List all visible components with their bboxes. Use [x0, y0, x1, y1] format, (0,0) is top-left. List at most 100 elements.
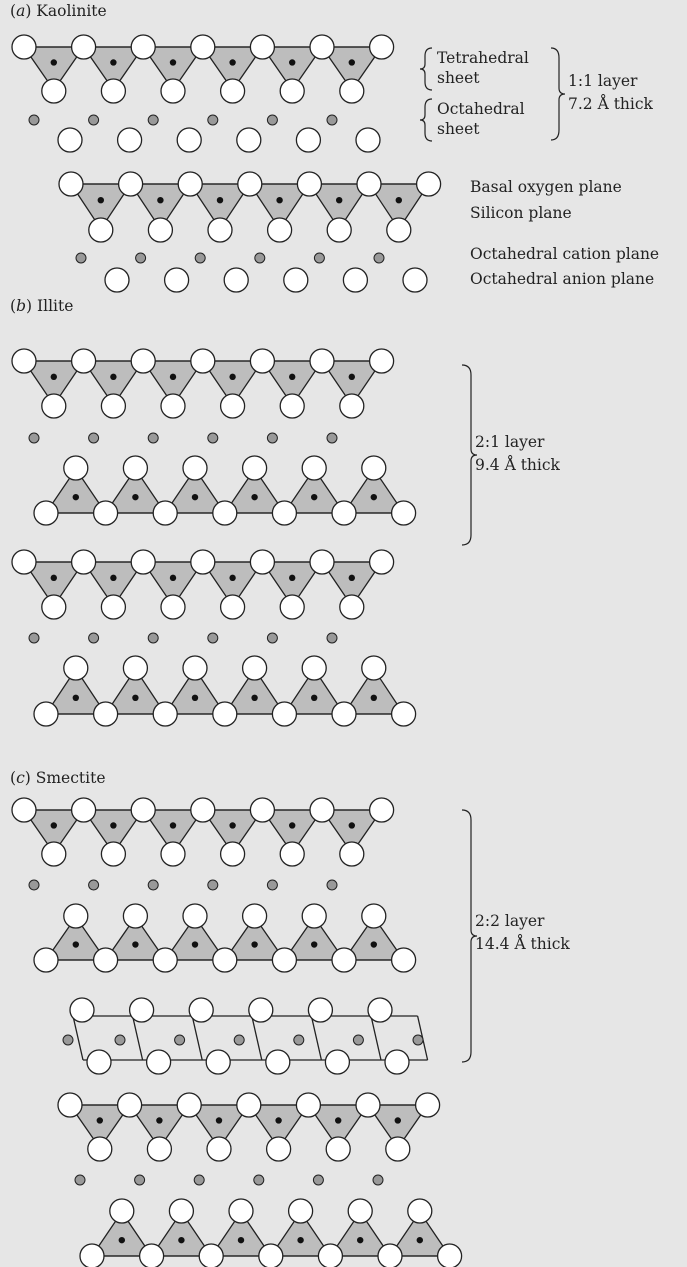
apical-oxygen-atom [268, 218, 292, 242]
basal-oxygen-atom [392, 702, 416, 726]
silicon-atom [73, 494, 79, 500]
basal-oxygen-atom [131, 798, 155, 822]
sheet-brace [420, 48, 432, 90]
silicon-atom [336, 197, 342, 203]
basal-oxygen-atom [58, 1093, 82, 1117]
basal-oxygen-atom [250, 349, 274, 373]
basal-oxygen-atom [370, 349, 394, 373]
basal-oxygen-atom [153, 948, 177, 972]
panel-c-layer-label: 2:2 layer [475, 913, 544, 931]
silicon-atom [132, 941, 138, 947]
silicon-atom [73, 941, 79, 947]
basal-oxygen-atom [238, 172, 262, 196]
silicon-atom [51, 575, 57, 581]
silicon-atom [357, 1237, 363, 1243]
apical-oxygen-atom [302, 656, 326, 680]
basal-oxygen-atom [119, 172, 143, 196]
basal-oxygen-atom [332, 501, 356, 525]
silicon-atom [132, 695, 138, 701]
basal-oxygen-atom [310, 550, 334, 574]
apical-oxygen-atom [221, 79, 245, 103]
apical-oxygen-atom [229, 1199, 253, 1223]
basal-oxygen-atom [153, 501, 177, 525]
basal-oxygen-atom [191, 349, 215, 373]
apical-oxygen-atom [161, 79, 185, 103]
basal-oxygen-plane-label: Basal oxygen plane [470, 179, 622, 197]
basal-oxygen-atom [12, 550, 36, 574]
hydroxide-atom [70, 998, 94, 1022]
hydroxide-atom [385, 1050, 409, 1074]
apical-oxygen-atom [243, 904, 267, 928]
silicon-atom [349, 374, 355, 380]
panel-b-title: (b) Illite [10, 298, 73, 316]
hydroxide-cation-atom [234, 1035, 244, 1045]
octahedral-cation-atom [255, 253, 265, 263]
hydroxide-atom [87, 1050, 111, 1074]
octahedral-cation-atom [327, 633, 337, 643]
octahedral-cation-atom [327, 880, 337, 890]
apical-oxygen-atom [123, 656, 147, 680]
silicon-atom [110, 575, 116, 581]
apical-oxygen-atom [64, 904, 88, 928]
apical-oxygen-atom [147, 1137, 171, 1161]
hydroxide-atom [130, 998, 154, 1022]
apical-oxygen-atom [161, 842, 185, 866]
basal-oxygen-atom [272, 501, 296, 525]
layer-brace [551, 48, 565, 140]
basal-oxygen-atom [213, 501, 237, 525]
octahedral-cation-atom [208, 115, 218, 125]
basal-oxygen-atom [356, 1093, 380, 1117]
silicon-atom [251, 695, 257, 701]
basal-oxygen-atom [34, 501, 58, 525]
basal-oxygen-atom [250, 35, 274, 59]
basal-oxygen-atom [191, 798, 215, 822]
silicon-atom [132, 494, 138, 500]
apical-oxygen-atom [340, 79, 364, 103]
octahedral-cation-atom [208, 433, 218, 443]
apical-oxygen-atom [302, 456, 326, 480]
silicon-atom [192, 494, 198, 500]
apical-oxygen-atom [221, 394, 245, 418]
silicon-atom [395, 1117, 401, 1123]
silicon-atom [51, 59, 57, 65]
silicon-atom [251, 941, 257, 947]
apical-oxygen-atom [348, 1199, 372, 1223]
octahedral-cation-atom [76, 253, 86, 263]
basal-oxygen-atom [34, 702, 58, 726]
basal-oxygen-atom [250, 798, 274, 822]
apical-oxygen-atom [280, 394, 304, 418]
apical-oxygen-atom [207, 1137, 231, 1161]
silicon-atom [229, 59, 235, 65]
silicon-atom [275, 1117, 281, 1123]
basal-oxygen-atom [332, 948, 356, 972]
apical-oxygen-atom [326, 1137, 350, 1161]
tetrahedral-sheet-label-line2: sheet [437, 70, 480, 88]
basal-oxygen-atom [199, 1244, 223, 1267]
octahedral-cation-atom [136, 253, 146, 263]
basal-oxygen-atom [131, 35, 155, 59]
hydroxide-cation-atom [115, 1035, 125, 1045]
basal-oxygen-atom [370, 550, 394, 574]
basal-oxygen-atom [272, 702, 296, 726]
apical-oxygen-atom [362, 456, 386, 480]
apical-oxygen-atom [123, 456, 147, 480]
basal-oxygen-atom [370, 35, 394, 59]
panel-a-thickness-label: 7.2 Å thick [568, 96, 653, 114]
silicon-atom [170, 59, 176, 65]
panel-c-thickness-label: 14.4 Å thick [475, 936, 570, 954]
panel-b-thickness-label: 9.4 Å thick [475, 457, 560, 475]
octahedral-cation-atom [313, 1175, 323, 1185]
octahedral-cation-atom [75, 1175, 85, 1185]
silicon-atom [170, 822, 176, 828]
octahedral-cation-atom [314, 253, 324, 263]
apical-oxygen-atom [289, 1199, 313, 1223]
apical-oxygen-atom [42, 79, 66, 103]
octahedral-anion-atom [165, 268, 189, 292]
basal-oxygen-atom [318, 1244, 342, 1267]
basal-oxygen-atom [153, 702, 177, 726]
hydroxide-atom [147, 1050, 171, 1074]
apical-oxygen-atom [101, 595, 125, 619]
octahedral-cation-atom [267, 633, 277, 643]
silicon-atom [276, 197, 282, 203]
octahedral-cation-atom [267, 880, 277, 890]
